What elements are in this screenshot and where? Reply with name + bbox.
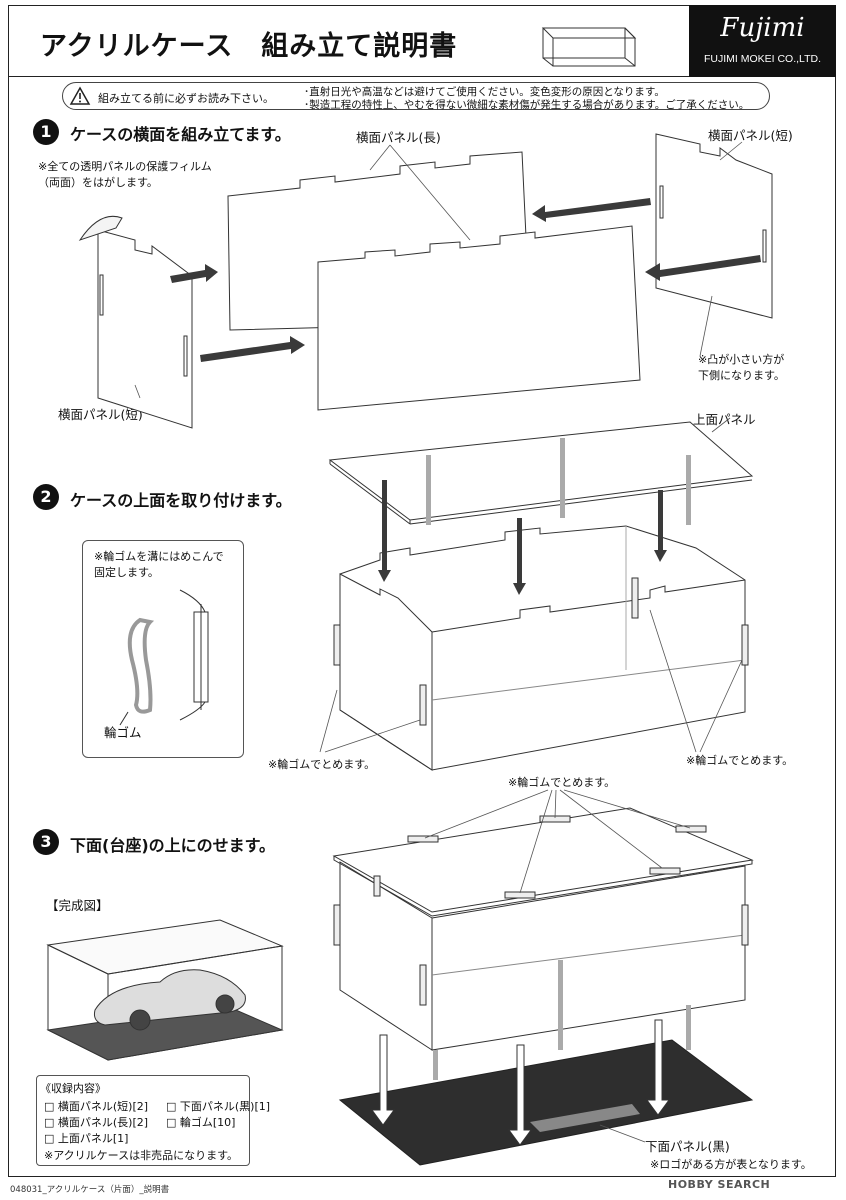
label-rubber-band: 輪ゴム bbox=[104, 725, 142, 740]
caution-line-2: ･製造工程の特性上、やむを得ない微細な素材傷が発生する場合があります。ご了承くだ… bbox=[304, 99, 750, 111]
band-note-top: ※輪ゴムでとめます。 bbox=[508, 776, 616, 789]
footer-code: 048031_アクリルケース（片面）_説明書 bbox=[10, 1185, 170, 1195]
band-note-left: ※輪ゴムでとめます。 bbox=[268, 758, 376, 771]
step-2-number: 2 bbox=[33, 484, 59, 510]
label-side-panel-long: 横面パネル(長) bbox=[356, 130, 441, 145]
label-top-panel: 上面パネル bbox=[693, 412, 756, 427]
tab-note: ※凸が小さい方が 下側になります。 bbox=[698, 353, 785, 382]
step-3-number: 3 bbox=[33, 829, 59, 855]
contents-heading: 《収録内容》 bbox=[40, 1082, 106, 1095]
label-side-panel-short-left: 横面パネル(短) bbox=[58, 407, 143, 422]
logo-mark: Fujimi bbox=[720, 13, 805, 43]
header-case-icon bbox=[541, 27, 637, 67]
header bbox=[8, 5, 836, 77]
finished-label: 【完成図】 bbox=[46, 898, 109, 913]
contents-item-4: □ 輪ゴム[10] bbox=[166, 1116, 236, 1129]
contents-item-3: □ 横面パネル(長)[2] bbox=[44, 1116, 149, 1129]
contents-item-5: □ 上面パネル[1] bbox=[44, 1132, 129, 1145]
logo-side-note: ※ロゴがある方が表となります。 bbox=[650, 1158, 812, 1171]
contents-item-2: □ 下面パネル(黒)[1] bbox=[166, 1100, 271, 1113]
logo-company: FUJIMI MOKEI CO.,LTD. bbox=[703, 53, 822, 65]
step-1-title: ケースの横面を組み立てます。 bbox=[70, 125, 291, 144]
contents-item-1: □ 横面パネル(短)[2] bbox=[44, 1100, 149, 1113]
step-1-illustration bbox=[78, 133, 773, 429]
contents-box bbox=[36, 1075, 250, 1166]
band-note-right: ※輪ゴムでとめます。 bbox=[686, 754, 794, 767]
rubber-band-detail-box bbox=[82, 540, 244, 758]
warning-icon bbox=[69, 86, 91, 105]
step-3-title: 下面(台座)の上にのせます。 bbox=[70, 836, 276, 855]
step-2-illustration bbox=[119, 417, 754, 771]
page-frame bbox=[8, 5, 836, 1177]
caution-line-1: ･直射日光や高温などは避けてご使用ください。変色変形の原因となります。 bbox=[304, 86, 665, 98]
caution-lead: 組み立てる前に必ずお読み下さい。 bbox=[98, 92, 274, 105]
page-title: アクリルケース 組み立て説明書 bbox=[40, 31, 458, 62]
contents-note: ※アクリルケースは非売品になります。 bbox=[44, 1149, 239, 1162]
base-panel bbox=[338, 1039, 754, 1166]
film-note: ※全ての透明パネルの保護フィルム （両面）をはがします。 bbox=[38, 160, 212, 189]
step-2-title: ケースの上面を取り付けます。 bbox=[70, 491, 292, 510]
label-side-panel-short-right: 横面パネル(短) bbox=[708, 128, 793, 143]
caution-box bbox=[62, 82, 770, 110]
label-bottom-panel: 下面パネル(黒) bbox=[645, 1139, 730, 1154]
step-1-number: 1 bbox=[33, 119, 59, 145]
watermark: HOBBY SEARCH bbox=[668, 1178, 771, 1191]
brand-logo: Fujimi FUJIMI MOKEI CO.,LTD. bbox=[689, 5, 836, 77]
rubber-band-note: ※輪ゴムを溝にはめこんで 固定します。 bbox=[94, 550, 224, 579]
